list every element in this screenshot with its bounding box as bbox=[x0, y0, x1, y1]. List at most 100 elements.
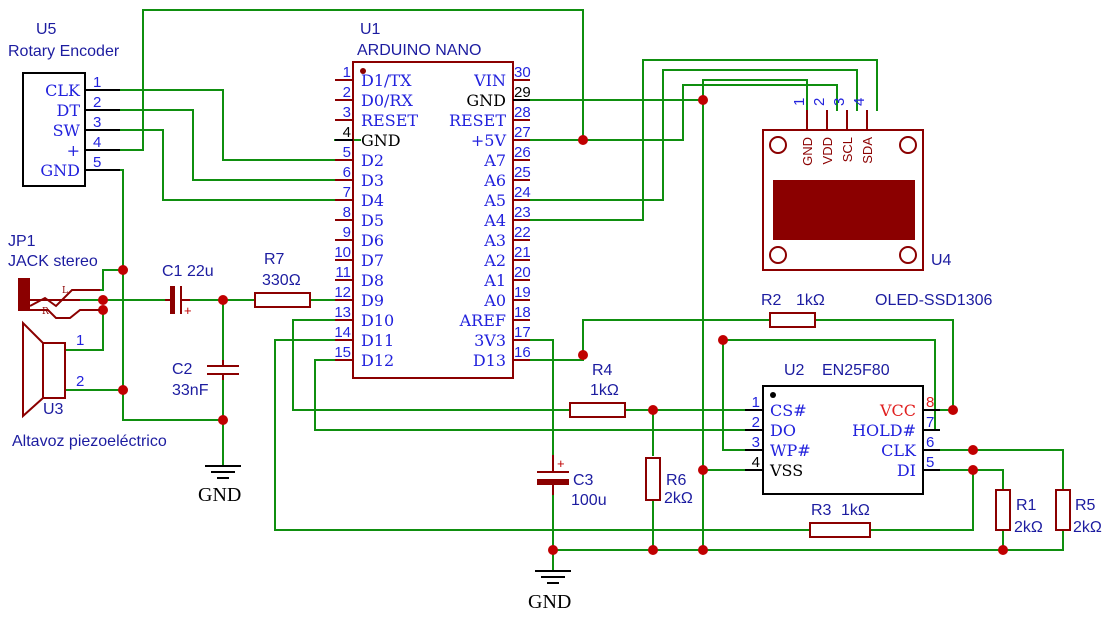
junction-dot bbox=[698, 545, 708, 555]
r1-ref: R1 bbox=[1016, 497, 1037, 514]
nano-right-pin-number: 18 bbox=[514, 304, 531, 321]
nano-left-pin-number: 8 bbox=[343, 204, 351, 221]
junction-dot bbox=[968, 445, 978, 455]
capacitor-c3: + C3 100u bbox=[537, 455, 607, 509]
junction-dot bbox=[118, 265, 128, 275]
c3-ref: C3 bbox=[573, 472, 594, 489]
resistor-r1: R1 2kΩ bbox=[995, 489, 1043, 536]
nano-left-pin-number: 4 bbox=[343, 124, 351, 141]
c3-plate bbox=[537, 479, 569, 485]
resistor-r3: R3 1kΩ bbox=[809, 502, 871, 538]
encoder-pin-number: 5 bbox=[93, 154, 101, 171]
nano-right-pin-name: GND bbox=[466, 91, 506, 110]
speaker-pin2-num: 2 bbox=[76, 373, 84, 390]
r6-value: 2kΩ bbox=[664, 490, 693, 507]
junction-dot bbox=[718, 335, 728, 345]
nano-right-pin-number: 29 bbox=[514, 84, 531, 101]
jack-ring-label: R bbox=[42, 307, 49, 317]
resistor-r4: R4 1kΩ bbox=[569, 362, 626, 418]
junction-dot bbox=[648, 405, 658, 415]
nano-left-pin-name: D3 bbox=[361, 171, 384, 190]
oled-ref: U4 bbox=[931, 252, 952, 269]
oled-pcb bbox=[762, 129, 924, 271]
encoder-pin-name: SW bbox=[53, 121, 81, 140]
nano-left-pin-name: D7 bbox=[361, 251, 384, 270]
flash-left-pin-number: 3 bbox=[752, 434, 760, 451]
nano-right-pin-name: AREF bbox=[459, 311, 506, 330]
flash-left-pin-name: DO bbox=[770, 421, 796, 440]
flash-right-pin-number: 6 bbox=[926, 434, 934, 451]
audio-jack-jp1: JP1 JACK stereo L R bbox=[8, 233, 100, 319]
flash-left-pin-name: WP# bbox=[770, 441, 811, 460]
nano-left-pin-name: D12 bbox=[361, 351, 394, 370]
nano-left-pin-number: 1 bbox=[343, 64, 351, 81]
encoder-ref: U5 bbox=[36, 21, 57, 38]
r7-ref: R7 bbox=[264, 251, 285, 268]
nano-right-pin-number: 20 bbox=[514, 264, 531, 281]
c3-polarity: + bbox=[557, 456, 565, 471]
nano-right-pin-name: A5 bbox=[483, 191, 506, 210]
nano-right-pin-name: D13 bbox=[473, 351, 506, 370]
encoder-pin-name: GND bbox=[40, 161, 80, 180]
flash-left-pin-name: VSS bbox=[769, 461, 803, 480]
nano-left-pin-number: 9 bbox=[343, 224, 351, 241]
capacitor-c1: + C1 22u bbox=[162, 263, 214, 318]
nano-left-pin-name: D10 bbox=[361, 311, 394, 330]
junction-dot bbox=[98, 295, 108, 305]
junction-dot bbox=[578, 135, 588, 145]
r3-value: 1kΩ bbox=[841, 502, 870, 519]
flash-right-pin-number: 7 bbox=[926, 414, 934, 431]
nano-right-pin-number: 21 bbox=[514, 244, 531, 261]
junction-dot bbox=[578, 350, 588, 360]
junction-dot bbox=[998, 545, 1008, 555]
nano-left-pin-number: 7 bbox=[343, 184, 351, 201]
flash-right-pin-number: 8 bbox=[926, 394, 934, 411]
junction-dot bbox=[948, 405, 958, 415]
junction-dot bbox=[218, 295, 228, 305]
nano-right-pin-name: A6 bbox=[483, 171, 506, 190]
encoder-pin-name: CLK bbox=[45, 81, 81, 100]
flash-right-pin-number: 5 bbox=[926, 454, 934, 471]
r4-ref: R4 bbox=[592, 362, 613, 379]
r6-ref: R6 bbox=[666, 472, 687, 489]
oled-value: OLED-SSD1306 bbox=[875, 292, 992, 309]
resistor-r5: R5 2kΩ bbox=[1055, 489, 1102, 536]
nano-pin1-marker bbox=[360, 68, 366, 74]
speaker-ref: U3 bbox=[43, 401, 64, 418]
nano-left-pin-name: D6 bbox=[361, 231, 384, 250]
resistor-r6: R6 2kΩ bbox=[645, 457, 693, 507]
arduino-nano-u1: U1 ARDUINO NANO D1/TX1D0/RX2RESET3GND4D2… bbox=[334, 21, 531, 379]
nano-right-pin-name: +5V bbox=[471, 131, 507, 150]
r5-value: 2kΩ bbox=[1073, 519, 1102, 536]
junctions bbox=[98, 95, 1008, 555]
mount-hole bbox=[899, 136, 917, 154]
nano-right-pin-name: A0 bbox=[483, 291, 506, 310]
nano-left-pin-number: 11 bbox=[335, 264, 351, 281]
flash-ref: U2 bbox=[784, 362, 805, 379]
ground-label-left: GND bbox=[198, 484, 241, 506]
nano-right-pin-number: 30 bbox=[514, 64, 531, 81]
flash-right-pin-name: CLK bbox=[881, 441, 917, 460]
r7-value: 330Ω bbox=[262, 272, 301, 289]
flash-left-pin-number: 1 bbox=[752, 394, 760, 411]
nano-right-pin-name: A2 bbox=[483, 251, 506, 270]
nano-right-pin-name: A7 bbox=[483, 151, 506, 170]
junction-dot bbox=[648, 545, 658, 555]
jack-tip-label: L bbox=[62, 286, 68, 296]
nano-right-pin-name: A4 bbox=[483, 211, 506, 230]
nano-left-pin-number: 5 bbox=[343, 144, 351, 161]
junction-dot bbox=[698, 95, 708, 105]
junction-dot bbox=[698, 465, 708, 475]
oled-pin-number: 3 bbox=[831, 98, 848, 106]
encoder-pin-name: DT bbox=[57, 101, 81, 120]
nano-left-pin-name: RESET bbox=[361, 111, 418, 130]
jack-ref: JP1 bbox=[8, 233, 36, 250]
encoder-pin-number: 4 bbox=[93, 134, 101, 151]
encoder-pin-number: 2 bbox=[93, 94, 101, 111]
encoder-pin-number: 1 bbox=[93, 74, 101, 91]
nano-right-pin-number: 23 bbox=[514, 204, 531, 221]
r2-value: 1kΩ bbox=[796, 292, 825, 309]
nano-right-pin-name: A3 bbox=[483, 231, 506, 250]
nano-right-pin-number: 17 bbox=[514, 324, 531, 341]
